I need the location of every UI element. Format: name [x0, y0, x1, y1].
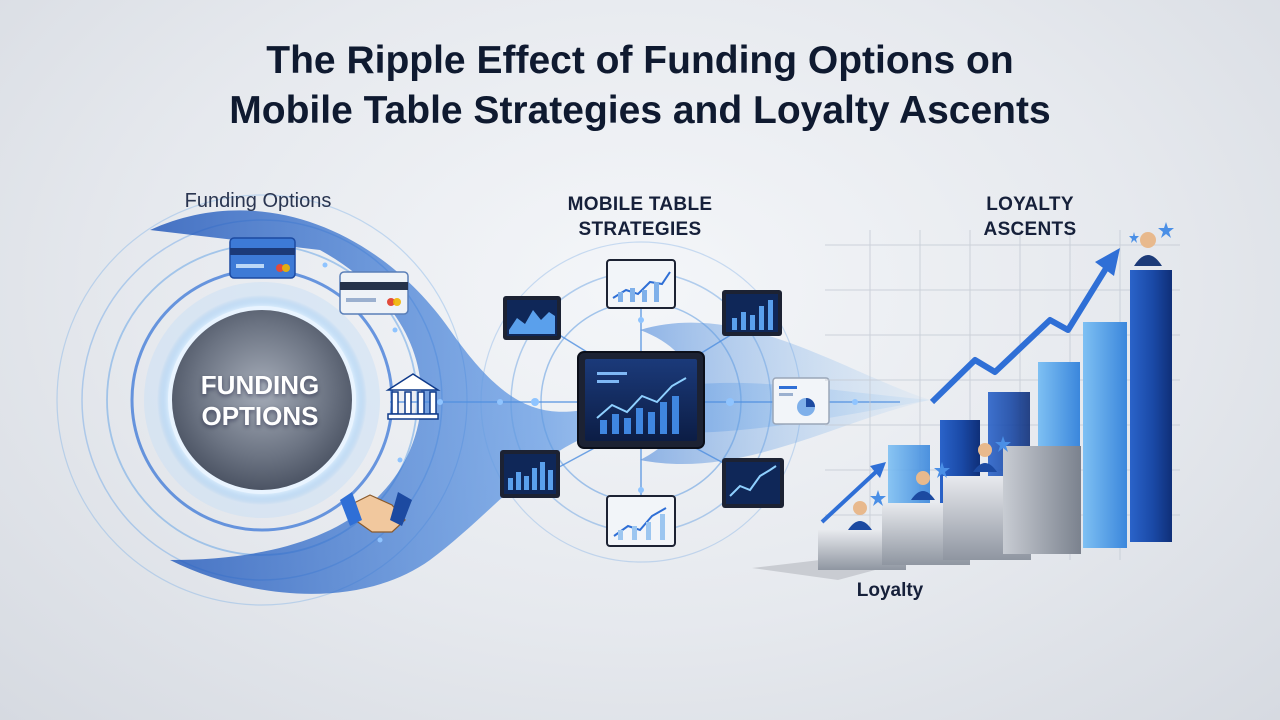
line-chart-icon	[606, 495, 676, 547]
page-title: The Ripple Effect of Funding Options on …	[0, 36, 1280, 136]
loyalty-label: Loyalty	[856, 580, 924, 601]
bar-chart-icon	[606, 259, 676, 309]
arrow-up-icon	[820, 248, 1120, 524]
credit-card-icon	[339, 271, 409, 315]
person-icon	[1134, 232, 1162, 266]
star-icon	[870, 222, 1174, 506]
hub-text-line-2: OPTIONS	[201, 401, 319, 431]
line-chart-icon	[503, 296, 561, 340]
bank-icon	[385, 373, 441, 420]
credit-card-icon	[229, 237, 296, 279]
title-line-1: The Ripple Effect of Funding Options on	[266, 39, 1014, 82]
loyalty-ascents-label: LOYALTY ASCENTS	[983, 194, 1077, 240]
person-icon	[911, 471, 935, 500]
person-icon	[848, 501, 872, 530]
pie-chart-icon	[772, 377, 830, 425]
loyalty-staircase	[752, 446, 1081, 580]
hub-text-line-1: FUNDING	[200, 370, 320, 400]
title-line-2: Mobile Table Strategies and Loyalty Asce…	[229, 89, 1051, 132]
funding-options-label: Funding Options	[184, 190, 332, 212]
person-icon	[973, 443, 997, 472]
handshake-icon	[340, 492, 412, 533]
line-chart-icon	[722, 458, 784, 508]
funding-hub-text: FUNDING OPTIONS	[170, 370, 350, 432]
tablet-icon	[577, 351, 705, 449]
bar-chart-icon	[722, 290, 782, 336]
mobile-table-strategies-label: MOBILE TABLE STRATEGIES	[567, 194, 713, 240]
bar-chart-icon	[500, 450, 560, 498]
funding-hub	[144, 282, 380, 518]
